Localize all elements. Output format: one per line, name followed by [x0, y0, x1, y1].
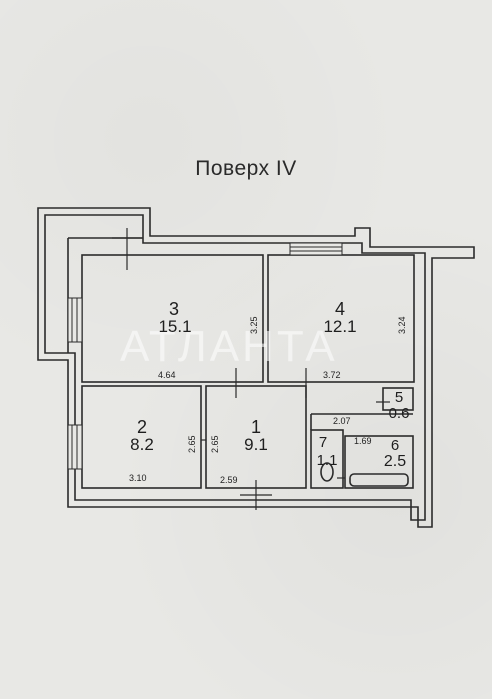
room-7-area: 1.1 — [316, 452, 338, 469]
watermark: АТЛАНТА — [120, 322, 338, 371]
dim-r1-width: 2.59 — [220, 475, 238, 485]
bathtub-outline — [349, 473, 409, 487]
dim-r2-height: 2.65 — [187, 435, 197, 453]
window-left-room-3 — [67, 297, 83, 343]
dim-r3-width: 4.64 — [158, 370, 176, 380]
dim-r3-height: 3.25 — [249, 316, 259, 334]
inner-wall-outline — [44, 214, 426, 521]
room-1-number: 1 — [250, 417, 261, 437]
floor-title: Поверх IV — [195, 157, 297, 180]
room-4-area: 12.1 — [323, 317, 357, 336]
room-3-area: 15.1 — [158, 317, 192, 336]
room-5-outline — [382, 387, 414, 411]
dim-r4-height: 3.24 — [397, 316, 407, 334]
dim-bath-width: 1.69 — [354, 436, 372, 446]
toilet-outline — [320, 462, 334, 482]
room-3-number: 3 — [168, 299, 179, 319]
dim-r2-width: 3.10 — [129, 473, 147, 483]
room-1-area: 9.1 — [244, 435, 268, 454]
window-top-room-4 — [289, 242, 343, 256]
dim-corridor-width: 2.07 — [333, 416, 351, 426]
room-2-area: 8.2 — [130, 435, 154, 454]
dim-r4-width: 3.72 — [323, 370, 341, 380]
dim-r1-height: 2.65 — [210, 435, 220, 453]
room-7-outline — [310, 429, 344, 489]
room-7-number: 7 — [318, 434, 328, 451]
room-6-area: 2.5 — [383, 453, 407, 470]
room-2-number: 2 — [136, 417, 147, 437]
room-5-number: 5 — [394, 389, 404, 406]
window-left-room-2 — [67, 424, 83, 470]
room-5-area: 0.6 — [388, 405, 410, 422]
room-6-number: 6 — [390, 437, 400, 454]
room-6-outline — [344, 435, 414, 489]
room-4-number: 4 — [334, 299, 345, 319]
